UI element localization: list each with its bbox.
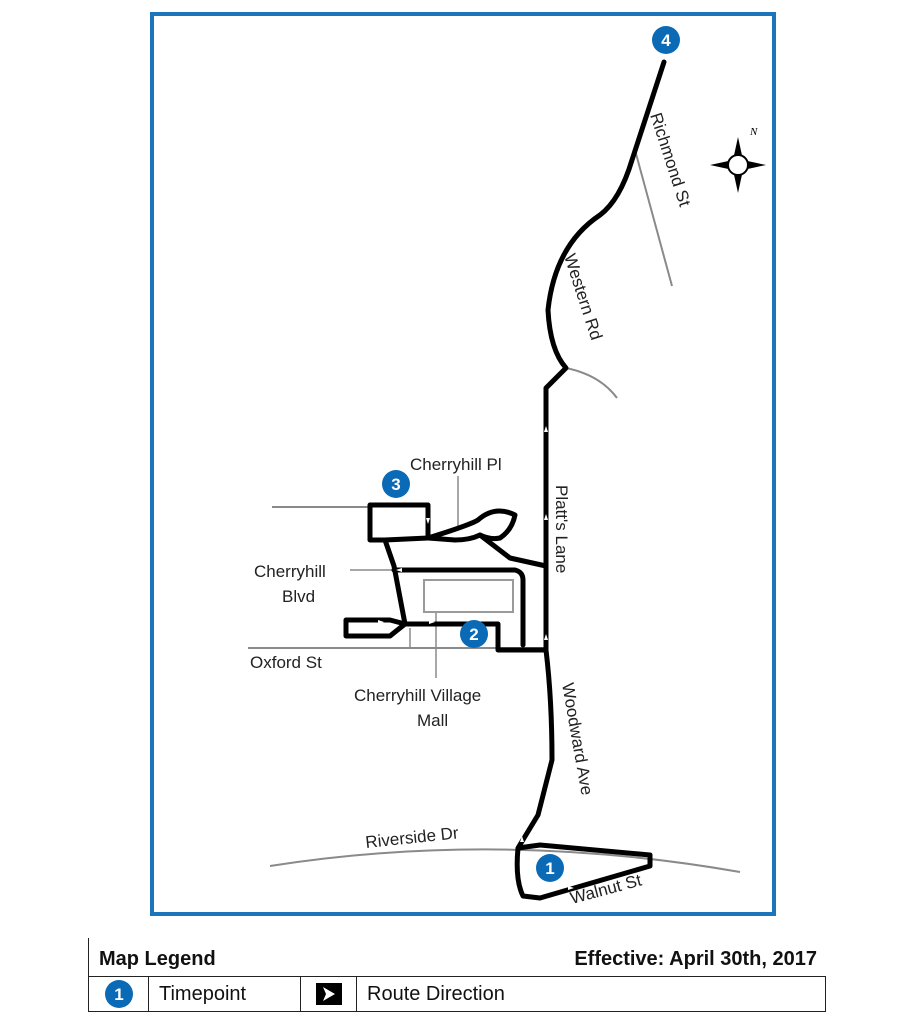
direction-arrow-icon <box>544 634 548 640</box>
cherryhill-blvd-label-line1: Cherryhill <box>254 562 326 581</box>
mall-label-line2: Mall <box>417 711 448 730</box>
direction-arrow-icon <box>520 836 524 842</box>
legend-title: Map Legend <box>99 948 216 970</box>
walnut-st-label: Walnut St <box>568 871 644 908</box>
direction-arrow-icon <box>568 886 574 890</box>
route-cherryhill-blvd <box>382 537 408 627</box>
legend-header: Map Legend Effective: April 30th, 2017 <box>88 938 829 976</box>
timepoint-number: 3 <box>391 475 400 494</box>
timepoint-number: 4 <box>661 31 671 50</box>
direction-arrow-icon <box>544 426 548 432</box>
bus-route <box>343 59 667 901</box>
compass-rose-icon: N <box>710 126 766 193</box>
route-cherryhill-loop <box>367 502 431 543</box>
map-legend: Map Legend Effective: April 30th, 2017 1… <box>88 938 828 1018</box>
western-rd-label: Western Rd <box>560 251 606 342</box>
route-map: N Richmond St Western Rd Platt's Lane Ch… <box>150 12 776 916</box>
richmond-st-label: Richmond St <box>646 110 694 209</box>
route-oxford-loop <box>343 617 408 639</box>
richmond-st-line <box>634 149 673 287</box>
legend-timepoint-symbol-cell: 1 <box>89 977 149 1011</box>
route-oxford-connector <box>402 621 549 653</box>
route-direction-arrows <box>378 426 574 890</box>
timepoint-number: 2 <box>469 625 478 644</box>
map-frame <box>150 12 776 916</box>
route-woodward <box>514 647 653 901</box>
route-direction-icon <box>316 983 342 1005</box>
timepoint-marker-1: 1 <box>536 854 564 882</box>
woodward-ave-label: Woodward Ave <box>558 681 596 796</box>
timepoint-number: 1 <box>545 859 554 878</box>
cherryhill-village-mall-building <box>423 579 514 613</box>
route-richmond-western <box>543 59 667 653</box>
timepoint-icon: 1 <box>105 980 133 1008</box>
route-inner-blvd <box>391 567 526 648</box>
route-cherryhill-pl-2 <box>425 532 483 543</box>
timepoint-marker-3: 3 <box>382 470 410 498</box>
route-cherryhill-pl <box>425 508 549 569</box>
compass-north-label: N <box>749 126 758 138</box>
effective-date: Effective: April 30th, 2017 <box>574 948 817 970</box>
western-rd-line <box>565 367 618 399</box>
riverside-dr-line <box>269 848 741 873</box>
cherryhill-pl-label: Cherryhill Pl <box>410 455 502 474</box>
legend-direction-label-cell: Route Direction <box>357 977 825 1011</box>
legend-direction-label: Route Direction <box>367 983 505 1005</box>
legend-items: 1 Timepoint Route Direction <box>88 976 826 1012</box>
direction-arrow-icon <box>426 518 430 524</box>
timepoint-marker-2: 2 <box>460 620 488 648</box>
mall-label-line1: Cherryhill Village <box>354 686 481 705</box>
streets <box>248 149 741 873</box>
direction-arrow-icon <box>544 514 548 520</box>
timepoint-marker-4: 4 <box>652 26 680 54</box>
legend-direction-symbol-cell <box>301 977 357 1011</box>
platts-lane-label: Platt's Lane <box>552 485 571 573</box>
cherryhill-blvd-label-line2: Blvd <box>282 587 315 606</box>
legend-timepoint-label: Timepoint <box>159 983 247 1005</box>
oxford-st-label: Oxford St <box>250 653 322 672</box>
svg-text:1: 1 <box>114 985 123 1004</box>
legend-timepoint-label-cell: Timepoint <box>149 977 301 1011</box>
direction-arrow-icon <box>429 620 435 624</box>
riverside-dr-label: Riverside Dr <box>364 823 459 852</box>
direction-arrow-icon <box>396 568 402 572</box>
direction-arrow-icon <box>378 620 384 624</box>
